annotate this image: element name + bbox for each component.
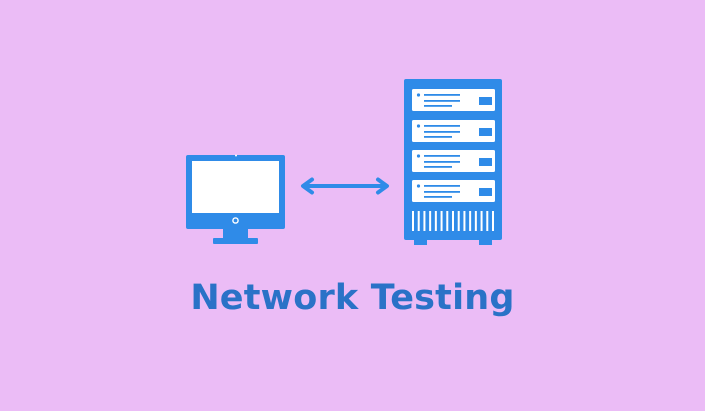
server-unit-line xyxy=(424,105,452,107)
server-status-light xyxy=(416,124,421,128)
page-title: Network Testing xyxy=(190,278,515,318)
server-unit xyxy=(412,89,495,111)
server-vent-slat xyxy=(457,211,460,231)
server-unit-line xyxy=(424,155,460,157)
server-vent-slat xyxy=(434,211,437,231)
monitor-power-button xyxy=(232,217,239,224)
bidirectional-arrow-icon xyxy=(301,177,389,195)
server-vent-slat xyxy=(423,211,426,231)
monitor-neck xyxy=(223,229,248,239)
server-foot-right xyxy=(479,239,492,245)
server-drive-bay xyxy=(479,188,492,196)
server-vent-slat xyxy=(417,211,420,231)
server-unit-line xyxy=(424,131,460,133)
server-unit-line xyxy=(424,125,460,127)
server-status-light xyxy=(416,184,421,188)
server-unit-line xyxy=(424,196,452,198)
server-unit-line xyxy=(424,185,460,187)
server-unit-line xyxy=(424,191,460,193)
server-units xyxy=(412,89,495,202)
server-vent-slat xyxy=(452,211,454,231)
server-drive-bay xyxy=(479,97,492,105)
server-status-light xyxy=(416,154,421,158)
server-rack-icon xyxy=(404,79,502,245)
server-vent-slat xyxy=(474,211,477,231)
server-unit-line xyxy=(424,136,452,138)
server-unit-line xyxy=(424,100,460,102)
server-foot-left xyxy=(414,239,427,245)
server-unit xyxy=(412,120,495,142)
server-status-light xyxy=(416,93,421,97)
server-vent-slat xyxy=(440,211,443,231)
server-unit-line xyxy=(424,166,452,168)
desktop-monitor-icon xyxy=(186,154,285,244)
server-vent-slat xyxy=(463,211,466,231)
server-unit-line xyxy=(424,161,460,163)
server-vent-slat xyxy=(446,211,449,231)
monitor-base xyxy=(213,238,258,244)
server-unit xyxy=(412,180,495,202)
server-vent-slat xyxy=(469,211,472,231)
monitor-screen xyxy=(192,161,279,213)
server-vent-slat xyxy=(492,211,494,231)
server-vent-slat xyxy=(429,211,432,231)
server-drive-bay xyxy=(479,158,492,166)
server-vent-slat xyxy=(486,211,489,231)
monitor-camera-dot xyxy=(235,154,237,157)
server-drive-bay xyxy=(479,128,492,136)
server-vent-slat xyxy=(480,211,483,231)
server-unit-line xyxy=(424,94,460,96)
server-vent-slat xyxy=(412,211,414,231)
server-vent-grille xyxy=(412,211,494,231)
server-unit xyxy=(412,150,495,172)
